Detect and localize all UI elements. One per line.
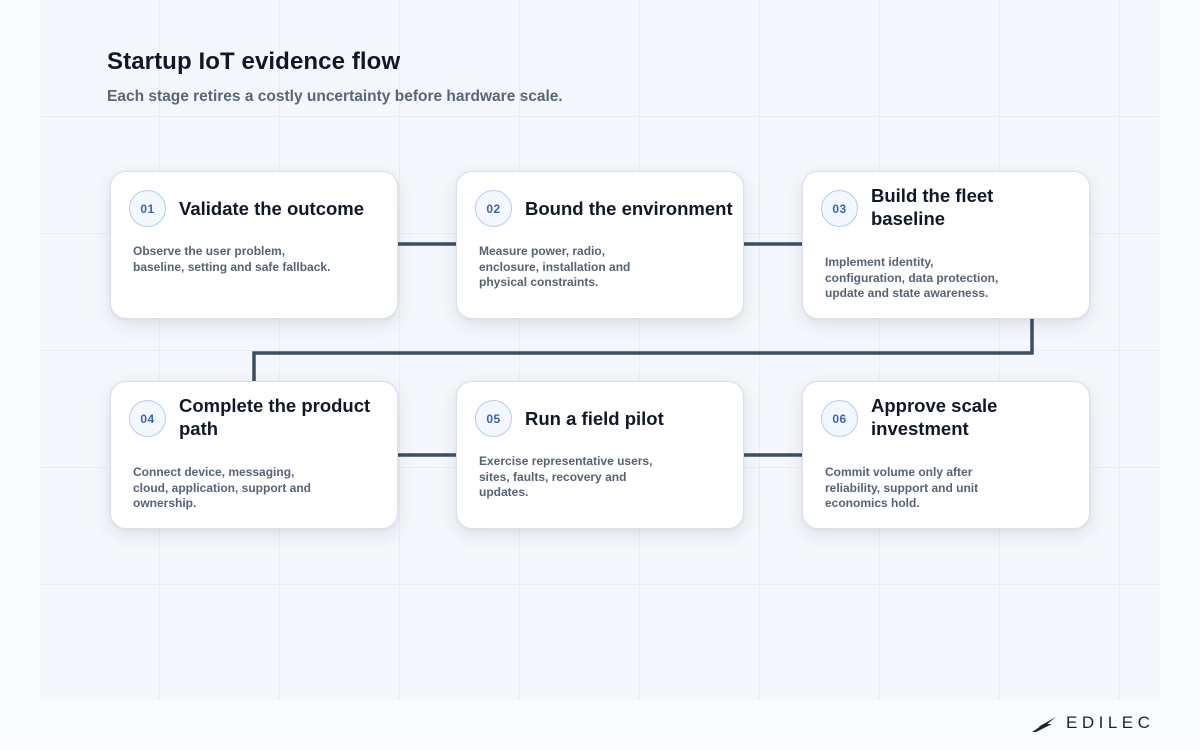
step-title: Run a field pilot [525, 408, 664, 429]
step-title: Build the fleet baseline [871, 185, 994, 229]
diagram-canvas [40, 0, 1160, 700]
step-card-03: 03 Build the fleet baseline Implement id… [802, 171, 1090, 319]
connector-03-04 [252, 319, 1034, 381]
step-number-badge: 05 [475, 400, 512, 437]
step-card-05: 05 Run a field pilot Exercise representa… [456, 381, 744, 529]
step-title: Bound the environment [525, 198, 733, 219]
page-title: Startup IoT evidence flow [107, 48, 401, 75]
step-description: Connect device, messaging, cloud, applic… [133, 465, 312, 510]
step-card-02: 02 Bound the environment Measure power, … [456, 171, 744, 319]
step-title: Approve scale investment [871, 395, 998, 439]
step-title: Complete the product path [179, 395, 371, 439]
brand-logo: EDILEC [1032, 711, 1154, 735]
step-number-badge: 01 [129, 190, 166, 227]
step-number-badge: 06 [821, 400, 858, 437]
step-description: Measure power, radio, enclosure, install… [479, 244, 631, 289]
step-card-01: 01 Validate the outcome Observe the user… [110, 171, 398, 319]
page-subtitle: Each stage retires a costly uncertainty … [107, 88, 563, 105]
step-description: Implement identity, configuration, data … [825, 255, 999, 300]
step-description: Observe the user problem, baseline, sett… [133, 244, 331, 274]
step-number-badge: 03 [821, 190, 858, 227]
step-number-badge: 04 [129, 400, 166, 437]
step-description: Commit volume only after reliability, su… [825, 465, 979, 510]
step-number-badge: 02 [475, 190, 512, 227]
brand-name: EDILEC [1066, 713, 1155, 732]
step-description: Exercise representative users, sites, fa… [479, 454, 653, 499]
step-title: Validate the outcome [179, 198, 365, 219]
step-card-06: 06 Approve scale investment Commit volum… [802, 381, 1090, 529]
edilec-wing-icon [1032, 714, 1059, 732]
step-card-04: 04 Complete the product path Connect dev… [110, 381, 398, 529]
